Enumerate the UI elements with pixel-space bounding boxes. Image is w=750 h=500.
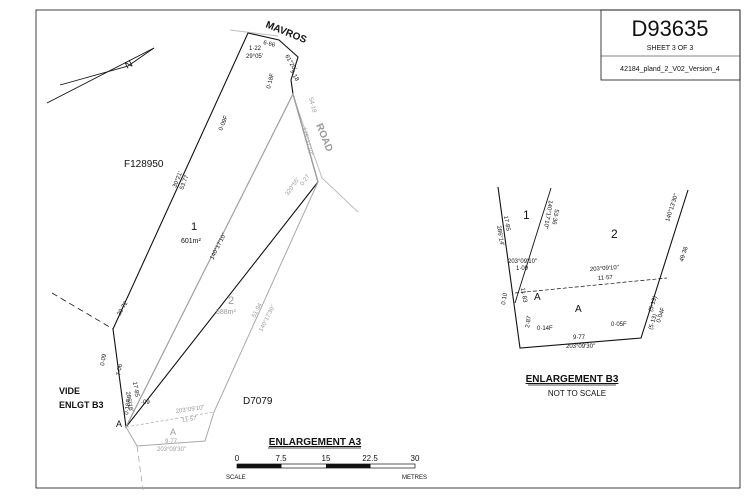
dim-west-bearing: 30°21' [172, 171, 184, 189]
dim-sw-distance-3: 7·06 [116, 363, 124, 377]
b3-bottom-bearing: 203°09'30" [566, 344, 595, 350]
b3-left-distance: 17·85 [502, 215, 511, 232]
b3-mid-bearing-2: 203°09'10" [590, 265, 619, 273]
b3-lot-1: 1 [523, 208, 530, 222]
dim-west-distance: 53.77 [179, 174, 190, 191]
scale-label: SCALE [226, 475, 246, 481]
b3-left-vertical: 2·87 [525, 315, 533, 329]
easement-a-label: A [170, 427, 176, 437]
b3-mid-bearing-1: 203°09'10" [508, 259, 537, 265]
enlargement-b3: 1 2 A A 17·85 286°14' 140°17'10" 53·36 1… [495, 186, 690, 398]
dim-south-distance-1: 11·57 [181, 416, 197, 424]
north-label: N [123, 59, 135, 72]
b3-title: ENLARGEMENT B3 [526, 374, 619, 385]
lot-2-area: 588m² [216, 309, 237, 316]
dim-mavros-distance: 9·18 [288, 69, 300, 83]
dim-sw-distance-2: 20·72 [117, 300, 130, 317]
dim-top-distance: 1·22 [249, 46, 262, 52]
dim-sw-occupation: 0·18F [124, 399, 133, 416]
b3-occ-small: 0·10 [501, 292, 509, 306]
point-a-label: A [116, 419, 122, 429]
b3-lot-2: 2 [611, 227, 618, 241]
sheet-border [35, 9, 741, 489]
dim-sw-distance: 17·85 [131, 381, 140, 398]
b3-a-bearing: 11·83 [519, 287, 528, 303]
b3-left-bearing-2: 140°17'10" [542, 200, 553, 230]
dim-common-bearing: 140°17'10" [209, 232, 228, 261]
b3-point-a: A [534, 292, 541, 303]
b3-right-small: (5·13) [648, 296, 659, 313]
vide-enlargement-label: ENLGT B3 [59, 400, 104, 410]
b3-easement-a: A [575, 304, 582, 315]
b3-subtitle: NOT TO SCALE [548, 389, 606, 398]
b3-occ-left: 0·14F [537, 326, 553, 332]
dim-south-distance-2: 9·77 [165, 439, 178, 445]
lot-1-area: 601m² [181, 238, 202, 245]
title-block: D93635 SHEET 3 OF 3 42184_pland_2_V02_Ve… [600, 9, 741, 81]
dim-mavros-bearing: 61°20' [283, 54, 297, 72]
b3-right-distance: 49·38 [679, 246, 690, 263]
b3-mid-distance-2: 11·57 [598, 275, 614, 282]
scale-bar: 0 7.5 15 22.5 30 SCALE METRES [226, 454, 427, 481]
b3-outline [497, 186, 689, 349]
main-plan-dimensions: 30°21' 53.77 0·09F 140°17'10" 1·22 29°05… [100, 40, 317, 453]
dim-top-occupation: 0·18F [266, 73, 276, 90]
title-box [600, 9, 741, 81]
lot-2-number: 2 [228, 295, 234, 307]
scale-tick-4: 30 [411, 454, 420, 463]
sheet-label: SHEET 3 OF 3 [647, 45, 694, 52]
dim-top-bearing: 29°05' [246, 54, 263, 60]
dim-road-distance: 54·18 [307, 97, 317, 114]
b3-left-bearing: 286°14' [495, 225, 504, 246]
dim-sw-bearing: 286°16' [124, 391, 133, 412]
dim-lot2-distance: 51·94 [251, 302, 264, 319]
dim-south-bearing-1: 203°09'10" [175, 405, 205, 415]
dim-sw-occupation-2: 0·09 [100, 353, 108, 367]
metres-label: METRES [402, 475, 427, 481]
scale-tick-1: 7.5 [275, 454, 287, 463]
b3-easement-line [514, 277, 668, 294]
lot-1-number: 1 [191, 221, 197, 233]
north-arrow: N [46, 47, 155, 104]
scale-tick-2: 15 [322, 454, 331, 463]
easement-a-line [125, 411, 215, 428]
dim-road-bearing: 175°37'10" [300, 127, 313, 157]
dim-south-occupation: ·09 [141, 400, 150, 406]
b3-left-distance-2: 53·36 [550, 209, 559, 226]
b3-occ-mid: 0·05F [611, 322, 627, 328]
b3-mid-distance-1: 1·09 [516, 266, 529, 272]
scale-tick-0: 0 [235, 454, 240, 463]
scale-tick-3: 22.5 [362, 454, 378, 463]
dim-south-bearing-2: 203°09'30" [157, 447, 186, 453]
b3-common-line [514, 187, 552, 304]
dim-west-occupation: 0·09F [218, 115, 230, 132]
dim-lot2-mid-distance: 0·27 [300, 173, 312, 187]
enlargement-a3-title: ENLARGEMENT A3 [269, 437, 362, 448]
b3-right-small-2: (5·13) [648, 314, 659, 331]
vide-label: VIDE [59, 386, 80, 396]
dim-lot2-mid-bearing: 320°55' [285, 177, 302, 197]
road-label: ROAD [313, 122, 334, 153]
lot-2-boundary [125, 92, 319, 447]
parcel-f128950: F128950 [124, 159, 164, 170]
lot-1-boundary [112, 32, 319, 429]
file-reference: 42184_pland_2_V02_Version_4 [620, 66, 720, 73]
b3-occ-right: 0·04F [656, 307, 667, 324]
parcel-d7079: D7079 [243, 396, 273, 407]
b3-right-bearing: 140°13'30" [665, 193, 680, 222]
dim-top-distance-2: 6·66 [263, 40, 277, 49]
plan-number: D93635 [631, 16, 708, 41]
b3-bottom-distance: 9·77 [573, 335, 586, 341]
